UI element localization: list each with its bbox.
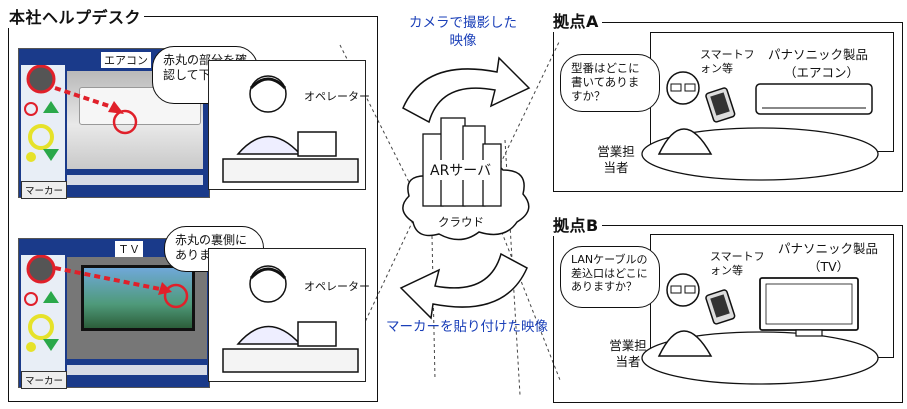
person-icon [657, 71, 713, 155]
hq-title: 本社ヘルプデスク [6, 4, 145, 28]
camera-caption: カメラで撮影した映像 [409, 15, 517, 49]
operator-label-bottom: オペレーター [304, 280, 370, 293]
person-icon [657, 273, 713, 357]
site-b-person-label: 営業担当者 [609, 338, 647, 369]
tv-icon [759, 277, 859, 337]
red-marker-top [54, 86, 138, 135]
smartphone-icon [705, 289, 736, 325]
site-a-product-label: パナソニック製品 [768, 47, 869, 62]
flow-arrow-bottom [399, 252, 528, 320]
screen-label: エアコン [101, 52, 151, 68]
operator-label-top: オペレーター [304, 90, 370, 103]
site-b-product-type: （TV） [808, 259, 850, 274]
marker-button[interactable]: マーカー [21, 371, 68, 389]
video-timeline [67, 365, 207, 375]
red-marker-bottom [54, 266, 189, 309]
control-strip [21, 254, 65, 383]
flow-arrow-top [402, 56, 531, 124]
smartphone-icon [705, 87, 736, 123]
aircon-icon [755, 83, 873, 115]
site-a-panel [553, 22, 903, 192]
site-a-title: 拠点A [550, 8, 602, 32]
site-a-phone-label: スマートフォン等 [700, 48, 755, 75]
screen-label: ＴＶ [115, 241, 143, 257]
operator-icon-top [222, 75, 359, 183]
site-a-bubble: 型番はどこに書いてありますか？ [560, 54, 660, 112]
hq-panel [8, 16, 378, 402]
site-b-panel [553, 225, 903, 403]
cloud-label: クラウド [438, 215, 484, 229]
site-a-product-type: （エアコン） [784, 65, 860, 80]
video-timeline [67, 175, 203, 185]
site-b-product-label: パナソニック製品 [778, 241, 879, 256]
marker-caption: マーカーを貼り付けた映像 [386, 319, 548, 335]
control-strip [21, 64, 65, 193]
operator-icon-bottom [222, 265, 359, 373]
marker-button[interactable]: マーカー [21, 181, 68, 199]
control-icons [24, 254, 59, 352]
ar-server-label: ARサーバ [428, 160, 494, 180]
hq-bottom-screen: ＴＶ マーカー [18, 238, 210, 389]
control-icons [24, 64, 59, 162]
site-b-title: 拠点B [550, 212, 602, 236]
site-b-phone-label: スマートフォン等 [710, 250, 765, 277]
site-b-bubble: LANケーブルの差込口はどこにありますか？ [560, 246, 660, 308]
site-a-person-label: 営業担当者 [597, 144, 635, 175]
